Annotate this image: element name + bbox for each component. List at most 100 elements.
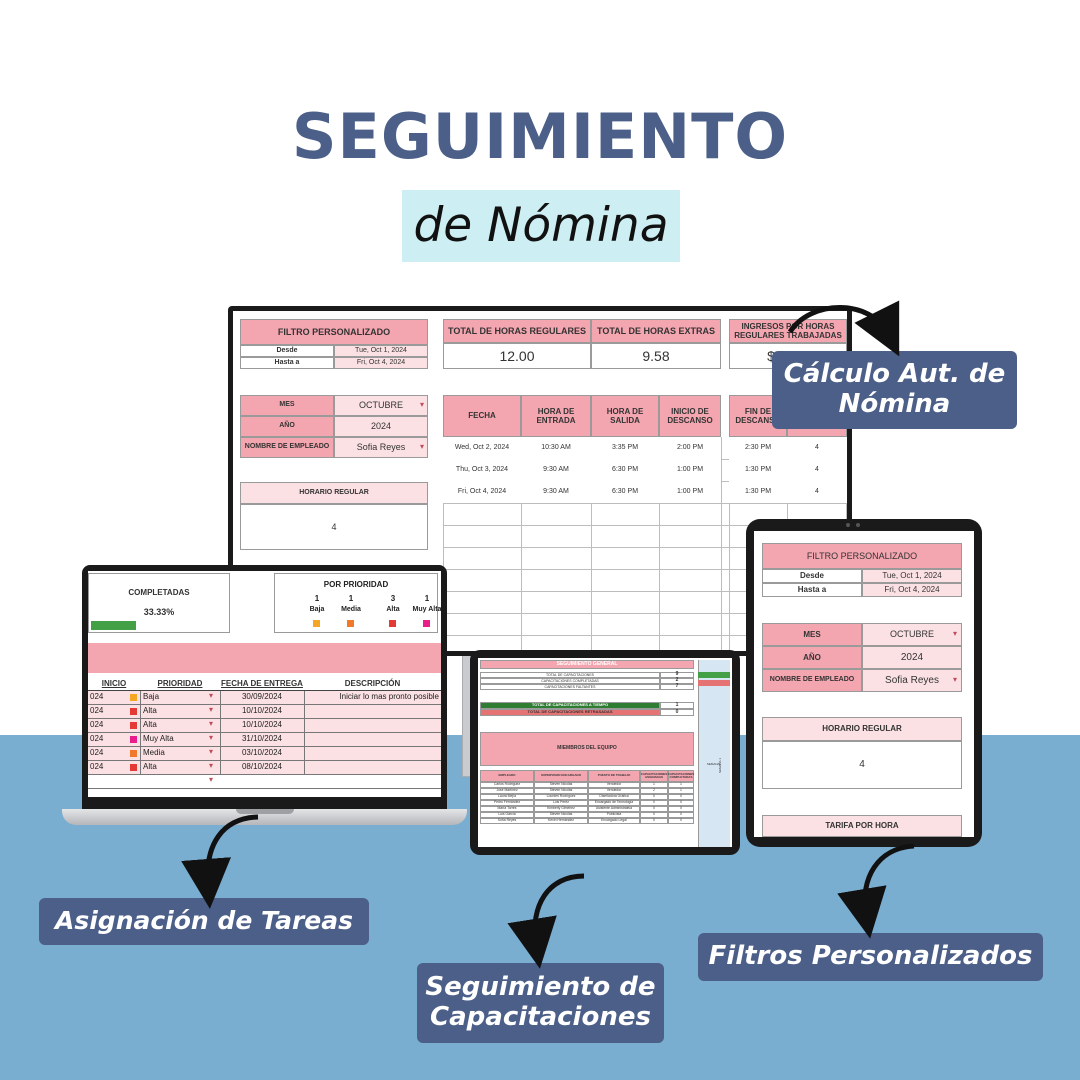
task-priority[interactable]: Baja	[143, 692, 160, 701]
label-calculo: Cálculo Aut. de Nómina	[772, 351, 1017, 429]
row-divider	[304, 747, 305, 761]
team-cell: 0	[668, 794, 694, 800]
income-label: INGRESOS POR HORAS REGULARES TRABAJADAS	[729, 319, 847, 343]
team-cell: Luis García	[480, 812, 534, 818]
arrow-capacitaciones-icon	[507, 873, 585, 969]
team-cell: 0	[640, 794, 668, 800]
task-priority[interactable]: Alta	[143, 720, 157, 729]
week-green-bar	[698, 672, 730, 678]
dropdown-icon[interactable]: ▾	[209, 761, 214, 770]
sensor-icon	[856, 523, 860, 527]
tablet-desde-value[interactable]: Tue, Oct 1, 2024	[862, 569, 962, 583]
dropdown-icon[interactable]: ▾	[209, 775, 214, 784]
row-salida: 3:35 PM	[591, 437, 659, 459]
tablet-mes-select[interactable]: OCTUBRE	[862, 623, 962, 646]
laptop-notch	[236, 809, 294, 814]
priority-swatch	[130, 764, 137, 771]
row-entrada: 9:30 AM	[521, 481, 591, 503]
tablet-ano-value[interactable]: 2024	[862, 646, 962, 669]
row-salida: 6:30 PM	[591, 481, 659, 503]
ano-value[interactable]: 2024	[334, 416, 428, 437]
row-salida: 6:30 PM	[591, 459, 659, 481]
priority-swatch	[347, 620, 354, 627]
dropdown-icon[interactable]: ▾	[209, 691, 214, 700]
team-cell: Lourdes Rodríguez	[534, 794, 588, 800]
task-priority[interactable]: Alta	[143, 762, 157, 771]
task-priority[interactable]: Muy Alta	[143, 734, 174, 743]
row-divider	[220, 733, 221, 747]
team-cell: 0	[640, 818, 668, 824]
laptop-base	[62, 809, 467, 825]
row-fin-descanso: 1:30 PM	[729, 481, 787, 503]
team-col-header: CAPACITACIONES ASIGNADAS	[640, 770, 668, 782]
table-row[interactable]: ▾	[88, 775, 441, 789]
completed-title: COMPLETADAS	[128, 588, 190, 597]
task-date: 31/10/2024	[241, 734, 283, 743]
schedule-value: 4	[240, 504, 428, 550]
team-cell: 1	[668, 788, 694, 794]
tablet-filter-title: FILTRO PERSONALIZADO	[762, 543, 962, 569]
tablet-schedule-value: 4	[762, 741, 962, 789]
col-inicio: INICIO	[88, 677, 140, 691]
training-sheet: SEGUIMIENTO GENERAL TOTAL DE CAPACITACIO…	[478, 658, 732, 847]
tablet-hasta-value[interactable]: Fri, Oct 4, 2024	[862, 583, 962, 597]
table-row[interactable]: 024 Alta ▾ 08/10/2024	[88, 761, 441, 775]
row-divider	[304, 733, 305, 747]
tablet-rate-title: TARIFA POR HORA	[762, 815, 962, 837]
row-divider	[220, 761, 221, 775]
filter-hasta-value[interactable]: Fri, Oct 4, 2024	[334, 357, 428, 369]
task-date: 10/10/2024	[241, 706, 283, 715]
tablet-ano-label: AÑO	[762, 646, 862, 669]
tablet-mes-dropdown-icon[interactable]: ▾	[953, 629, 958, 638]
monitor-device: FILTRO PERSONALIZADO Desde Tue, Oct 1, 2…	[228, 306, 852, 656]
team-cell: Diseñadora Gráfica	[588, 794, 640, 800]
row-tiempo: 4	[787, 437, 847, 459]
label-capacitaciones: Seguimiento de Capacitaciones	[417, 963, 664, 1043]
team-cell: 2	[640, 788, 668, 794]
priority-swatch	[130, 722, 137, 729]
row-divider	[304, 719, 305, 733]
filter-desde-value[interactable]: Tue, Oct 1, 2024	[334, 345, 428, 357]
task-inicio: 024	[90, 762, 104, 771]
filter-hasta-label: Hasta a	[240, 357, 334, 369]
mes-dropdown-icon[interactable]: ▾	[420, 400, 425, 409]
on-time-label: TOTAL DE CAPACITACIONES A TIEMPO	[480, 702, 660, 709]
priority-count: 1	[348, 594, 354, 603]
team-cell: Laura Mejía	[480, 794, 534, 800]
task-inicio: 024	[90, 734, 104, 743]
priority-card	[274, 573, 438, 633]
priority-label: Media	[341, 606, 361, 613]
priority-swatch	[423, 620, 430, 627]
arrow-calculo-icon	[787, 300, 900, 357]
training-title: SEGUIMIENTO GENERAL	[480, 660, 694, 669]
mes-select[interactable]: OCTUBRE	[334, 395, 428, 416]
tablet-empleado-dropdown-icon[interactable]: ▾	[953, 675, 958, 684]
priority-label: Muy Alta	[412, 606, 441, 613]
big-tablet-device: FILTRO PERSONALIZADO Desde Tue, Oct 1, 2…	[746, 519, 982, 847]
dropdown-icon[interactable]: ▾	[209, 747, 214, 756]
task-description: Iniciar lo mas pronto posible	[339, 692, 439, 701]
mes-label: MES	[240, 395, 334, 416]
empleado-dropdown-icon[interactable]: ▾	[420, 442, 425, 451]
late-label: TOTAL DE CAPACITACIONES RETRASADAS	[480, 709, 660, 716]
table-row[interactable]: 024 Muy Alta ▾ 31/10/2024	[88, 733, 441, 747]
task-priority[interactable]: Alta	[143, 706, 157, 715]
late-value: 0	[660, 709, 694, 716]
team-cell: Encargado de Tecnología	[588, 800, 640, 806]
team-col-header: PUESTO DE TRABAJO	[588, 770, 640, 782]
task-inicio: 024	[90, 692, 104, 701]
task-priority[interactable]: Media	[143, 748, 165, 757]
row-fecha: Fri, Oct 4, 2024	[443, 481, 521, 503]
dropdown-icon[interactable]: ▾	[209, 733, 214, 742]
dropdown-icon[interactable]: ▾	[209, 719, 214, 728]
empleado-select[interactable]: Sofia Reyes	[334, 437, 428, 458]
tablet-empleado-select[interactable]: Sofia Reyes	[862, 669, 962, 692]
task-date: 08/10/2024	[241, 762, 283, 771]
dropdown-icon[interactable]: ▾	[209, 705, 214, 714]
page-subtitle: de Nómina	[402, 190, 680, 262]
row-entrada: 10:30 AM	[521, 437, 591, 459]
